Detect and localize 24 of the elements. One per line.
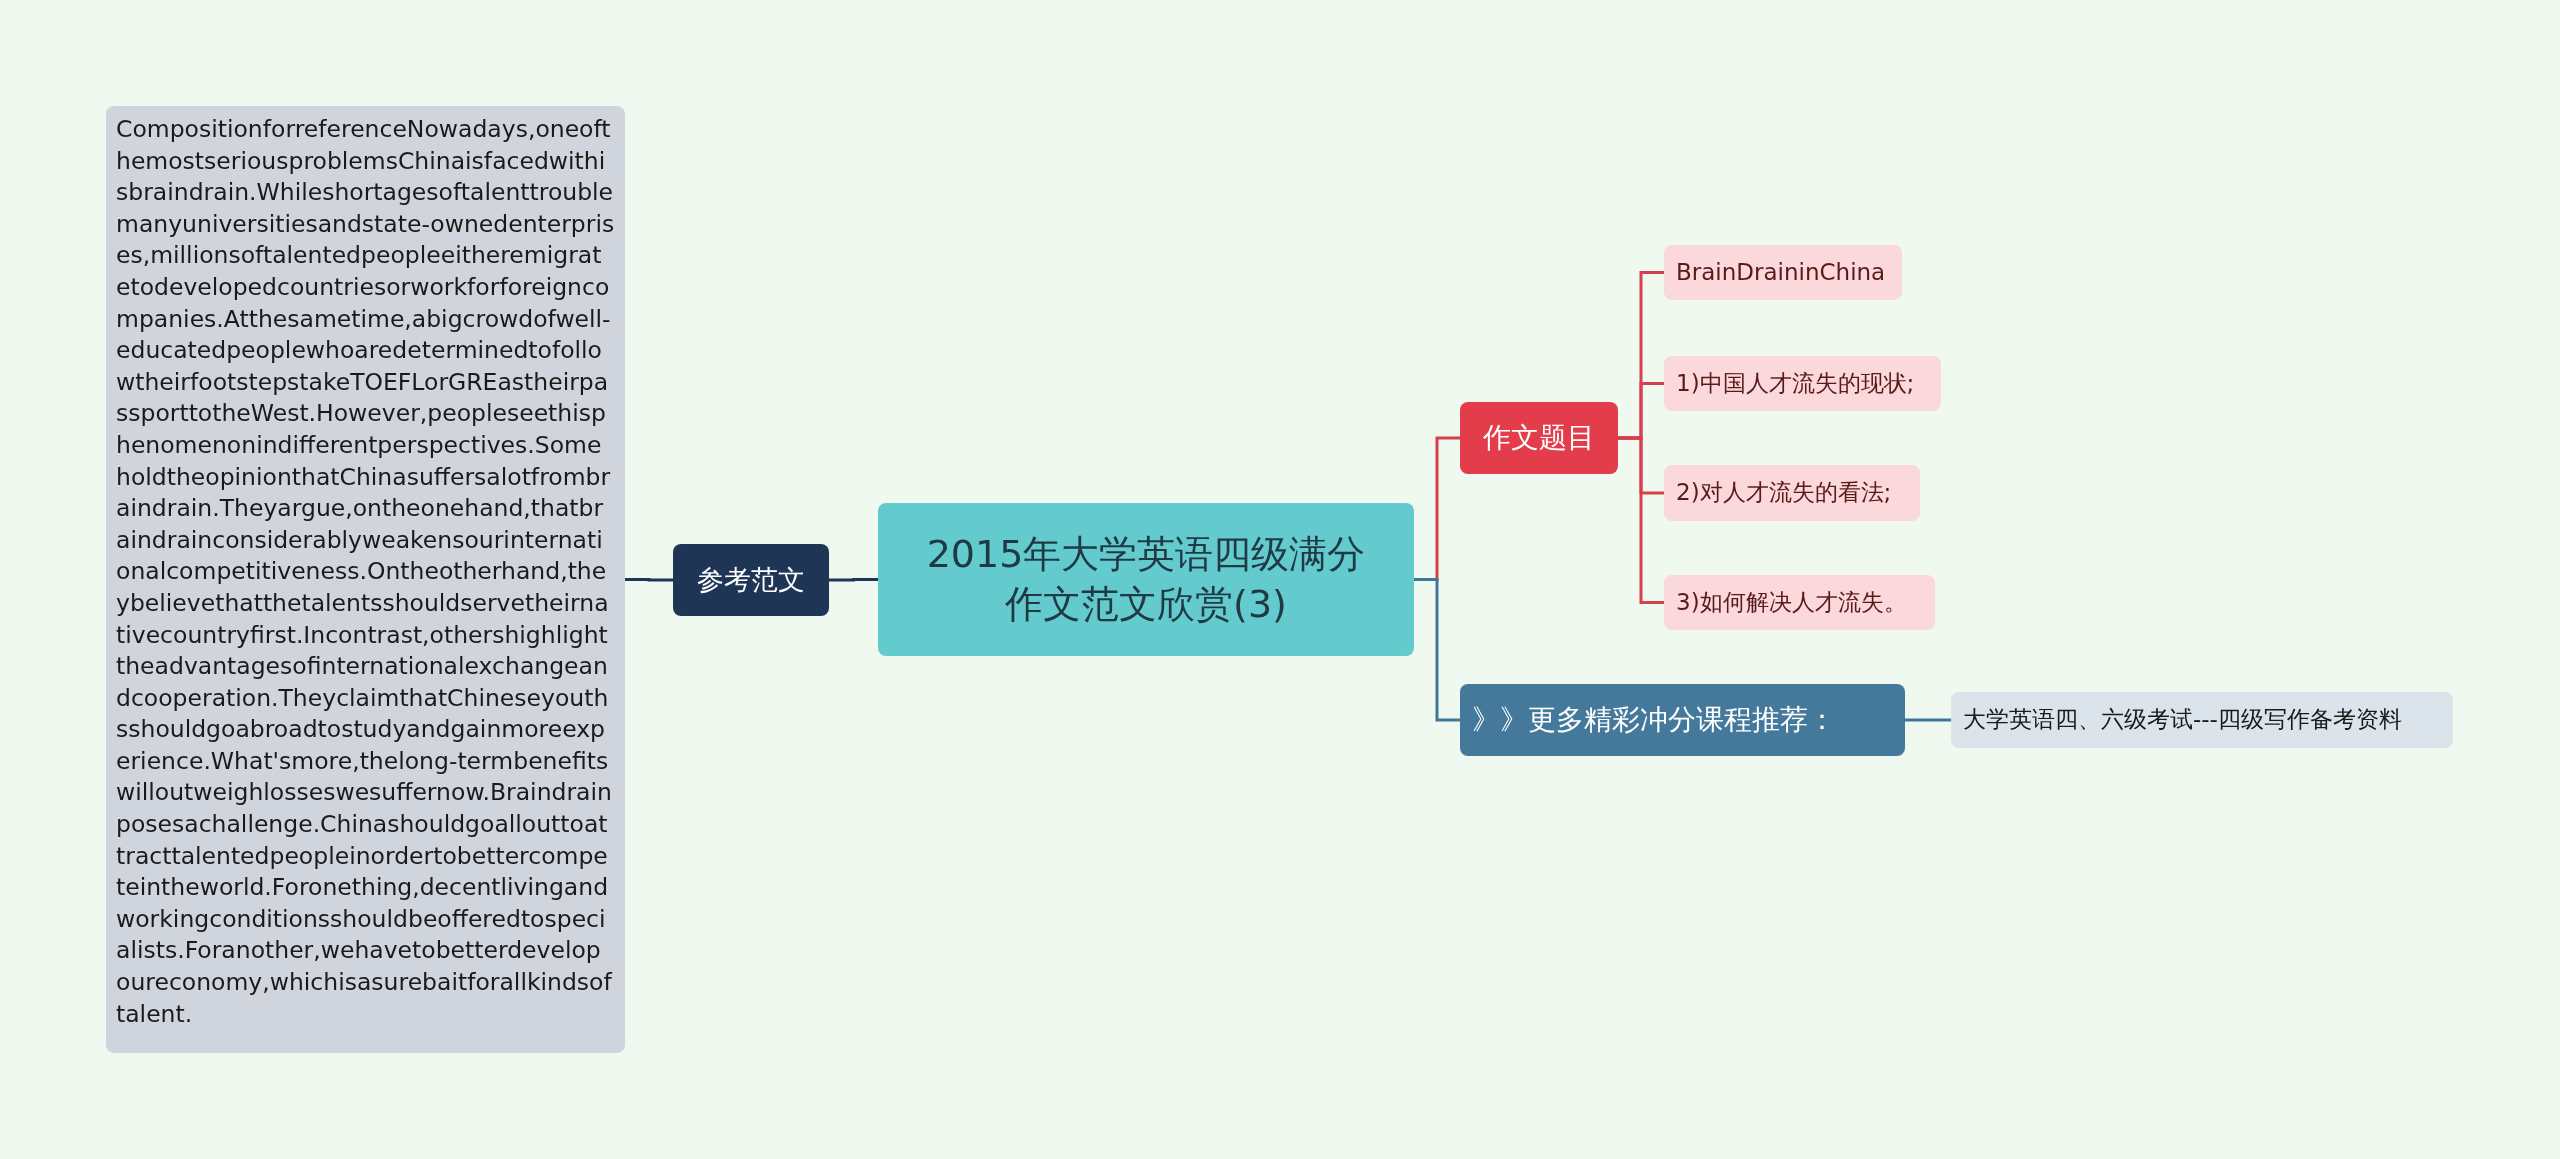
node-text: 3)如何解决人才流失。 (1676, 587, 1907, 617)
node-text: BrainDraininChina (1676, 257, 1886, 287)
node-text: 作文题目 (1483, 419, 1595, 456)
node-text: CompositionforreferenceNowadays,oneofthemostseriousproblemsChinaisfacedwithisbraindrain.Whileshortagesoftalenttroublemanyuniversitiesandstate-ownedenterprises,millionsoftalentedpeopleeitheremigratetodevelopedcountriesorworkforforeigncompanies.Atthesametime,abigcrowdofwell-educatedpeoplewhoaredeterminedtofollowtheirfootstepstakeTOEFLorGREastheirpassporttotheWest.However,peopleseethisphenomenonindifferentperspectives.SomeholdtheopinionthatChinasuffersalotfrombraindrain.Theyargue,ontheonehand,thatbraindrainconsiderablyweakensourinternationalcompetitiveness.Ontheotherhand,theybelievethatthetalentsshouldservetheirnativecountryfirst.Incontrast,othershighlighttheadvantagesofinternationalexchangeandcooperation.TheyclaimthatChineseyouthsshouldgoabroadtostudyandgainmoreexperience.What'smore,thelong-termbenefitswilloutweighlosseswesuffernow.Braindrainposesachallenge.Chinashouldgoallouttoattracttalentedpeopleinordertobettercompeteintheworld.Foronething,decentlivingandworkingconditionsshouldbeofferedtospecialists.Foranother,wehavetobetterdevelopoureconomy,whichisasurebaitforallkindsoftalent. (116, 114, 615, 1030)
node-text: 大学英语四、六级考试---四级写作备考资料 (1963, 705, 2402, 735)
connector-line (1414, 578, 1460, 722)
subtopic-box (1664, 356, 1941, 411)
topic-box (1460, 402, 1618, 474)
node-text: 》》更多精彩冲分课程推荐： (1472, 701, 1836, 738)
subtopic-box (1664, 245, 1902, 300)
connector-line (625, 578, 673, 582)
subtopic-box (1664, 465, 1920, 521)
connector-line (1618, 436, 1664, 604)
root-topic-box (878, 503, 1414, 656)
topic-box (673, 544, 829, 616)
node-text: 参考范文 (697, 563, 805, 598)
node-text: 1)中国人才流失的现状; (1676, 368, 1915, 398)
node-text: 2015年大学英语四级满分作文范文欣赏(3) (925, 531, 1367, 628)
connector-line (829, 578, 878, 582)
node-text: 2)对人才流失的看法; (1676, 478, 1892, 508)
subtopic-box (1664, 575, 1935, 630)
subtopic-box (1951, 692, 2453, 748)
topic-box (1460, 684, 1905, 756)
connector-line (1905, 718, 1951, 722)
